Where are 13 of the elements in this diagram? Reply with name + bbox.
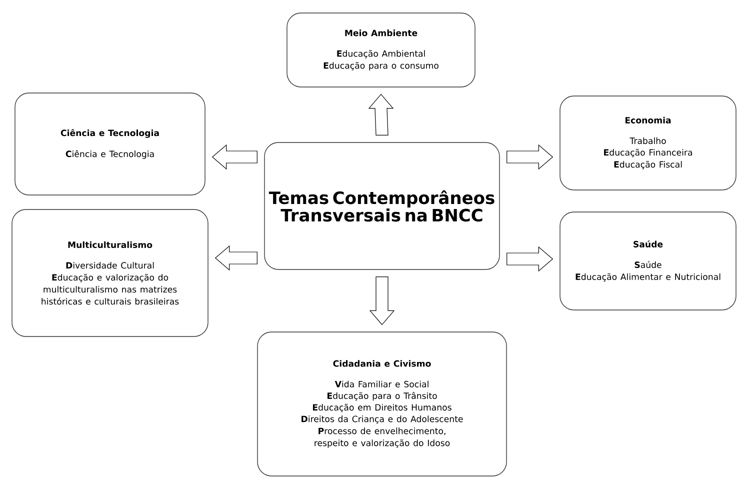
block-arrow: [369, 276, 395, 326]
theme-box: Cidadania e Civismo Vida Familiar e Social Educação para o Trânsito Educação em Direitos Humanos Direitos da Criança e do Adolescente Processo de envelhecimento, respeito e valorização do Idoso: [257, 332, 507, 476]
central-topic-box: Temas Contemporâneos Transversais na BNCC: [264, 142, 500, 270]
block-arrow: [214, 245, 258, 271]
block-arrow: [506, 144, 554, 170]
theme-box: Economia Trabalho Educação Financeira Educação Fiscal: [560, 96, 736, 190]
theme-box: Ciência e Tecnologia Ciência e Tecnologia: [14, 92, 206, 196]
block-arrow: [506, 246, 554, 272]
block-arrow: [212, 144, 258, 170]
theme-box: Meio Ambiente Educação Ambiental Educação para o consumo: [286, 12, 476, 88]
theme-box: Saúde Saúde Educação Alimentar e Nutricional: [560, 212, 736, 310]
theme-box: Multiculturalismo Diversidade Cultural Educação e valorização do multiculturalismo nas matrizes históricas e culturais brasileiras: [12, 209, 208, 337]
block-arrow: [368, 94, 394, 136]
